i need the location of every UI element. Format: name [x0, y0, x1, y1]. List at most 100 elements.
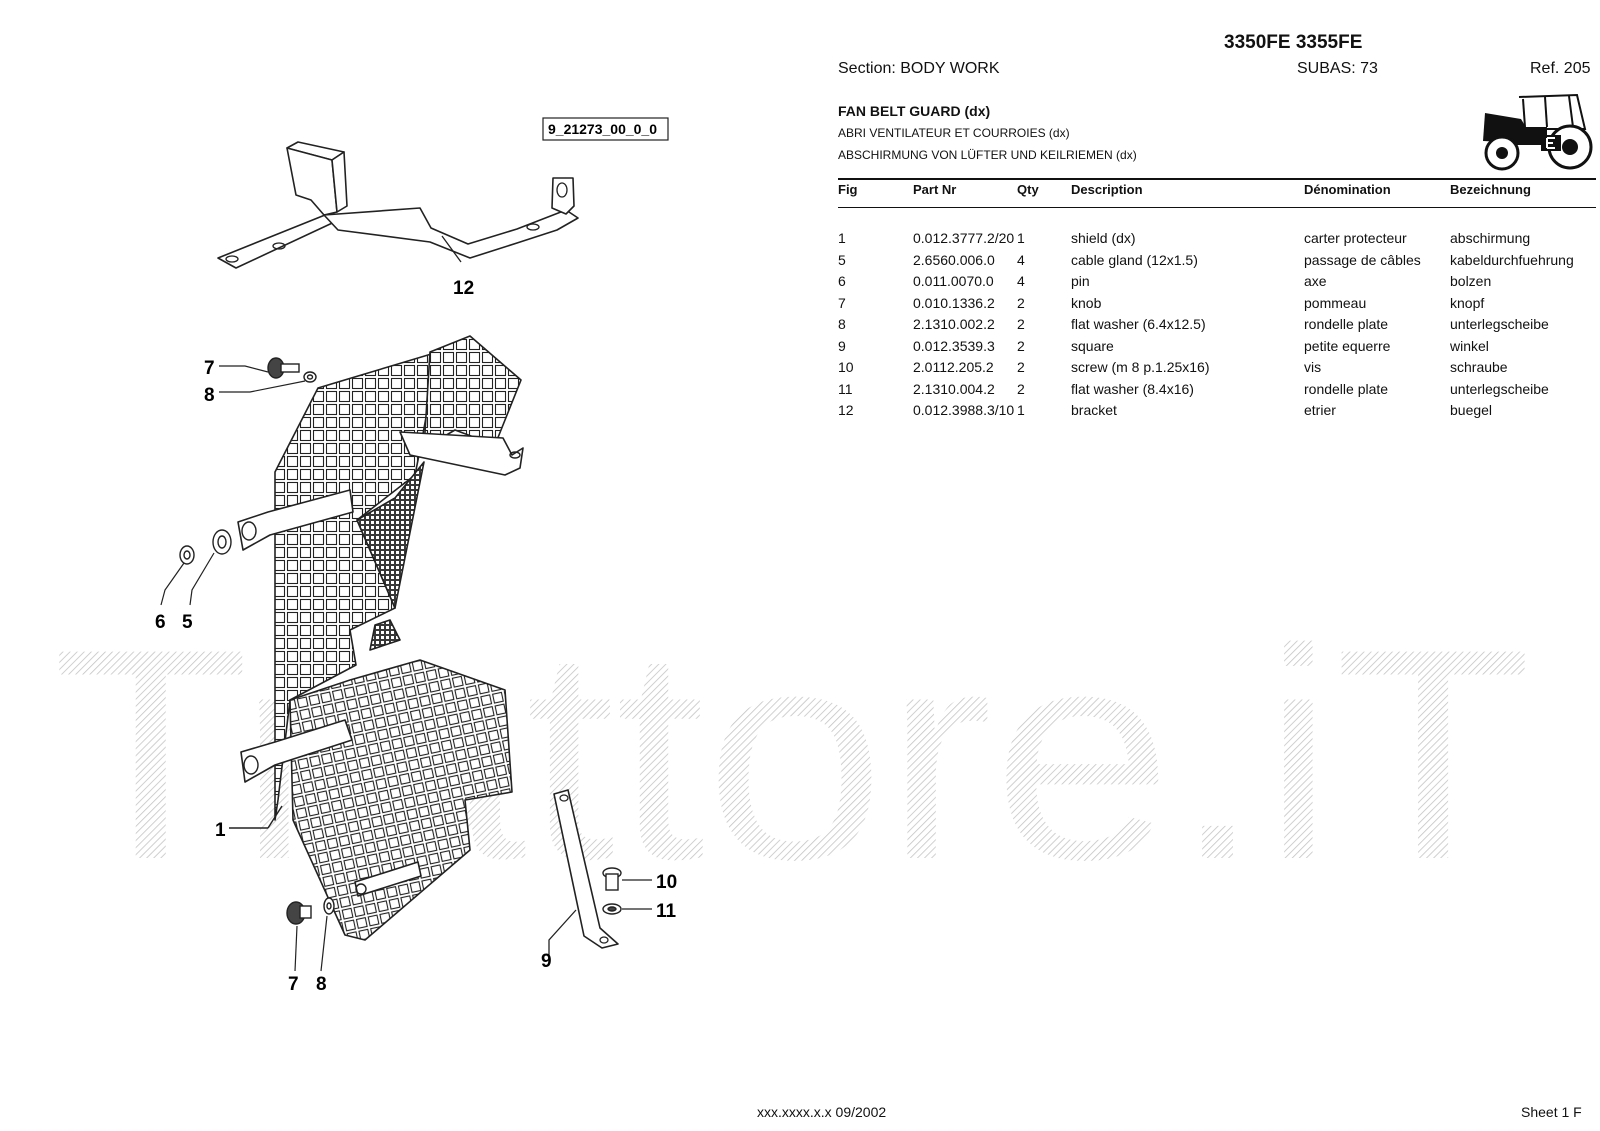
cell-bezeichnung: unterlegscheibe	[1450, 380, 1549, 397]
cell-denomination: pommeau	[1304, 294, 1367, 311]
cell-bezeichnung: winkel	[1450, 337, 1489, 354]
table-row: 7 0.010.1336.2 2 knob pommeau knopf	[838, 292, 1596, 314]
callout-11: 11	[656, 901, 677, 922]
cell-fig: 8	[838, 316, 846, 333]
cell-part-nr: 2.0112.205.2	[913, 359, 994, 376]
page-title: FAN BELT GUARD (dx)	[838, 103, 991, 119]
cell-qty: 4	[1017, 251, 1025, 268]
bracket-part-12	[217, 141, 579, 269]
table-row: 6 0.011.0070.0 4 pin axe bolzen	[838, 271, 1596, 293]
square-part-9	[553, 789, 619, 949]
table-header-row: Fig Part Nr Qty Description Dénomination…	[838, 182, 1596, 206]
exploded-diagram: 9_21273_00_0_0 12 1	[155, 117, 677, 995]
table-row: 12 0.012.3988.3/10 1 bracket etrier bueg…	[838, 400, 1596, 422]
subassembly-label: SUBAS: 73	[1297, 60, 1378, 77]
col-description: Description	[1071, 182, 1143, 197]
cell-description: pin	[1071, 273, 1090, 290]
cell-qty: 2	[1017, 337, 1025, 354]
table-row: 11 2.1310.004.2 2 flat washer (8.4x16) r…	[838, 378, 1596, 400]
cell-description: knob	[1071, 294, 1102, 311]
cell-part-nr: 0.011.0070.0	[913, 273, 994, 290]
table-row: 8 2.1310.002.2 2 flat washer (6.4x12.5) …	[838, 314, 1596, 336]
document-code: xxx.xxxx.x.x 09/2002	[757, 1104, 887, 1120]
cell-part-nr: 0.010.1336.2	[913, 294, 995, 311]
section-label: Section: BODY WORK	[838, 60, 1000, 77]
cell-fig: 12	[838, 402, 854, 419]
drawing-code-box	[542, 117, 669, 141]
callout-6: 6	[155, 612, 166, 633]
callout-7-bottom: 7	[288, 974, 299, 995]
cell-denomination: rondelle plate	[1304, 380, 1389, 397]
cell-fig: 1	[838, 230, 846, 247]
title-french: ABRI VENTILATEUR ET COURROIES (dx)	[838, 126, 1070, 140]
model-numbers: 3350FE 3355FE	[1224, 32, 1363, 53]
callout-8-top: 8	[204, 385, 215, 406]
drawing-code: 9_21273_00_0_0	[548, 121, 657, 137]
pin-part-6	[179, 545, 195, 565]
col-bezeichnung: Bezeichnung	[1450, 182, 1531, 197]
cell-fig: 5	[838, 251, 846, 268]
callout-7-top: 7	[204, 358, 215, 379]
table-top-rule	[838, 178, 1596, 180]
cell-fig: 10	[838, 359, 854, 376]
cell-fig: 11	[838, 380, 853, 397]
cell-part-nr: 2.1310.002.2	[913, 316, 995, 333]
cell-part-nr: 0.012.3988.3/10	[913, 402, 1015, 419]
cell-denomination: petite equerre	[1304, 337, 1391, 354]
cell-denomination: rondelle plate	[1304, 316, 1389, 333]
col-denomination: Dénomination	[1304, 182, 1391, 197]
cell-description: screw (m 8 p.1.25x16)	[1071, 359, 1210, 376]
table-row: 10 2.0112.205.2 2 screw (m 8 p.1.25x16) …	[838, 357, 1596, 379]
cell-description: cable gland (12x1.5)	[1071, 251, 1198, 268]
shield-part-1	[237, 335, 524, 941]
cell-description: flat washer (6.4x12.5)	[1071, 316, 1206, 333]
cell-description: bracket	[1071, 402, 1117, 419]
cell-denomination: passage de câbles	[1304, 251, 1421, 268]
knob-part-7-top	[267, 357, 317, 383]
cell-bezeichnung: kabeldurchfuehrung	[1450, 251, 1574, 268]
col-fig: Fig	[838, 182, 858, 197]
screw-part-10	[602, 867, 622, 891]
cell-qty: 2	[1017, 359, 1025, 376]
table-row: 1 0.012.3777.2/20 1 shield (dx) carter p…	[838, 228, 1596, 250]
cell-fig: 6	[838, 273, 846, 290]
callout-1: 1	[215, 820, 226, 841]
cell-description: square	[1071, 337, 1114, 354]
cell-part-nr: 2.6560.006.0	[913, 251, 995, 268]
callout-10: 10	[656, 872, 677, 893]
cell-denomination: etrier	[1304, 402, 1336, 419]
col-part-nr: Part Nr	[913, 182, 957, 197]
cell-qty: 1	[1017, 402, 1025, 419]
cell-bezeichnung: abschirmung	[1450, 230, 1531, 247]
title-german: ABSCHIRMUNG VON LÜFTER UND KEILRIEMEN (d…	[838, 148, 1137, 162]
cell-denomination: carter protecteur	[1304, 230, 1407, 247]
cell-bezeichnung: bolzen	[1450, 273, 1492, 290]
cell-description: flat washer (8.4x16)	[1071, 380, 1194, 397]
callout-8-bottom: 8	[316, 974, 327, 995]
parts-table: Fig Part Nr Qty Description Dénomination…	[838, 182, 1596, 421]
callout-12: 12	[453, 278, 474, 299]
tractor-icon	[1483, 93, 1593, 171]
cell-bezeichnung: buegel	[1450, 402, 1493, 419]
col-qty: Qty	[1017, 182, 1039, 197]
cell-qty: 2	[1017, 380, 1025, 397]
cell-denomination: vis	[1304, 359, 1322, 376]
cell-part-nr: 2.1310.004.2	[913, 380, 995, 397]
cell-fig: 9	[838, 337, 846, 354]
reference-label: Ref. 205	[1530, 60, 1591, 77]
cell-denomination: axe	[1304, 273, 1327, 290]
cell-qty: 1	[1017, 230, 1025, 247]
cable-gland-part-5	[212, 529, 232, 555]
cell-fig: 7	[838, 294, 846, 311]
callout-9: 9	[541, 951, 552, 972]
table-header-rule	[838, 207, 1596, 208]
cell-bezeichnung: knopf	[1450, 294, 1485, 311]
cell-description: shield (dx)	[1071, 230, 1136, 247]
table-row: 9 0.012.3539.3 2 square petite equerre w…	[838, 335, 1596, 357]
cell-bezeichnung: schraube	[1450, 359, 1508, 376]
sheet-label: Sheet 1 F	[1521, 1104, 1582, 1120]
washer-part-11	[602, 903, 622, 915]
cell-part-nr: 0.012.3539.3	[913, 337, 995, 354]
callout-5: 5	[182, 612, 193, 633]
cell-bezeichnung: unterlegscheibe	[1450, 316, 1549, 333]
